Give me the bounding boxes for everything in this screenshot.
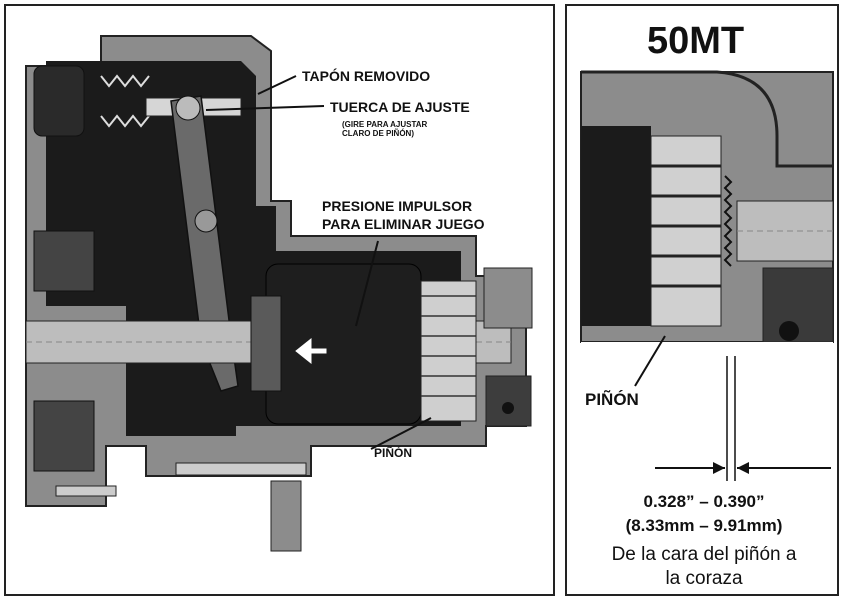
adjust-note-line1: (GIRE PARA AJUSTAR (342, 120, 428, 129)
clearance-inches: 0.328” – 0.390” (643, 492, 765, 511)
starter-cutaway-drawing (25, 35, 533, 552)
caption-line1: De la cara del piñón a (611, 544, 797, 565)
push-drive-label-line2: PARA ELIMINAR JUEGO (322, 216, 485, 232)
pinion-label-right: PIÑÓN (585, 390, 639, 409)
clearance-mm: (8.33mm – 9.91mm) (625, 516, 783, 535)
pinion-clearance-detail-panel: 50MT PIÑÓN 0.328” (565, 4, 839, 596)
adjust-nut-label: TUERCA DE AJUSTE (330, 99, 470, 115)
model-title: 50MT (647, 20, 745, 62)
pinion-detail-drawing (580, 70, 834, 582)
push-drive-label-line1: PRESIONE IMPULSOR (322, 198, 473, 214)
starter-cutaway-panel: TAPÓN REMOVIDO TUERCA DE AJUSTE (GIRE PA… (4, 4, 555, 596)
adjust-note-line2: CLARO DE PIÑÓN) (342, 129, 414, 138)
plug-removed-label: TAPÓN REMOVIDO (302, 68, 431, 84)
caption-line2: la coraza (665, 568, 743, 589)
pinion-label-left: PIÑÓN (374, 446, 413, 460)
